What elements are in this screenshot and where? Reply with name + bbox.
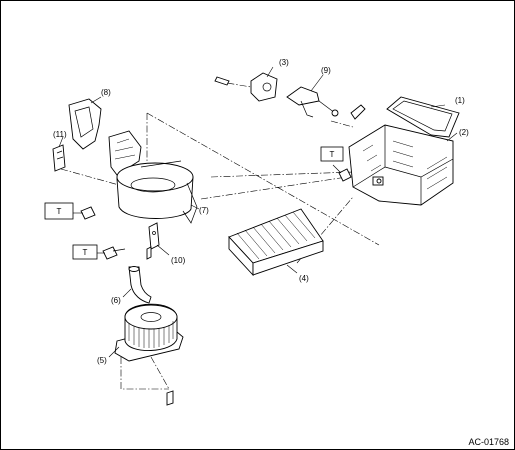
callout-3: (3)	[279, 58, 289, 67]
torque-mark-blower-upper: T	[44, 202, 74, 220]
callout-11: (11)	[53, 130, 67, 139]
part-3-actuator	[214, 72, 278, 102]
figure-id: AC-01768	[468, 437, 509, 447]
screw-icon	[166, 390, 174, 406]
leader-lines	[58, 66, 458, 358]
torque-mark-heater: T	[320, 146, 344, 162]
torque-mark-blower-lower: T	[72, 244, 98, 260]
part-9-link	[286, 86, 366, 120]
svg-text:T: T	[330, 150, 335, 159]
screw-icon	[146, 246, 152, 260]
nut-icon	[102, 246, 118, 260]
callout-1: (1)	[455, 96, 465, 105]
nut-icon	[80, 206, 96, 220]
callout-2: (2)	[459, 128, 469, 137]
part-1-gasket	[386, 96, 460, 138]
alignment-lines	[60, 80, 382, 390]
part-10-bracket	[146, 222, 160, 260]
screw-icon	[214, 76, 230, 86]
part-5-blower-motor	[114, 303, 184, 406]
callout-9: (9)	[321, 66, 331, 75]
fasteners	[80, 168, 352, 260]
svg-text:T: T	[83, 248, 88, 257]
callout-7: (7)	[199, 206, 209, 215]
part-7-blower-case	[108, 130, 198, 224]
callout-10: (10)	[171, 256, 186, 265]
part-8-bracket	[68, 98, 102, 150]
svg-text:T: T	[57, 207, 62, 216]
callout-8: (8)	[101, 88, 111, 97]
part-11-clip	[52, 144, 66, 172]
callout-6: (6)	[111, 296, 121, 305]
part-2-heater-unit	[348, 124, 454, 206]
callout-4: (4)	[299, 274, 309, 283]
callout-5: (5)	[97, 356, 107, 365]
nut-icon	[338, 168, 352, 182]
part-6-duct	[128, 266, 152, 304]
part-4-filter	[228, 208, 324, 277]
